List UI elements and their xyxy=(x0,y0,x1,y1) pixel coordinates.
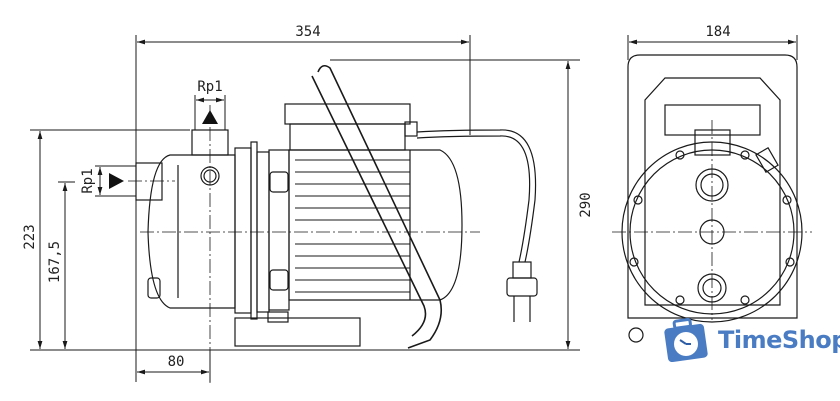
dim-outlet-height-label: 223 xyxy=(22,224,38,249)
outlet-thread-label: Rp1 xyxy=(197,79,222,95)
dim-inlet-height-label: 167,5 xyxy=(47,241,63,283)
dimension-lines xyxy=(37,35,798,375)
dim-width-label: 184 xyxy=(705,24,730,40)
dim-base-offset-label: 80 xyxy=(168,354,185,370)
extension-lines xyxy=(30,35,580,382)
inlet-thread-label: Rp1 xyxy=(80,168,96,193)
pump-front-view xyxy=(612,54,812,343)
watermark-brand: TimeShop xyxy=(718,326,840,354)
dim-length-label: 354 xyxy=(295,24,320,40)
suitcase-clock-icon xyxy=(664,318,708,362)
timeshop-watermark: TimeShop xyxy=(660,318,840,362)
pump-side-view xyxy=(128,64,538,385)
inlet-flow-arrow-icon xyxy=(109,173,124,189)
dim-height-label: 290 xyxy=(578,192,594,217)
